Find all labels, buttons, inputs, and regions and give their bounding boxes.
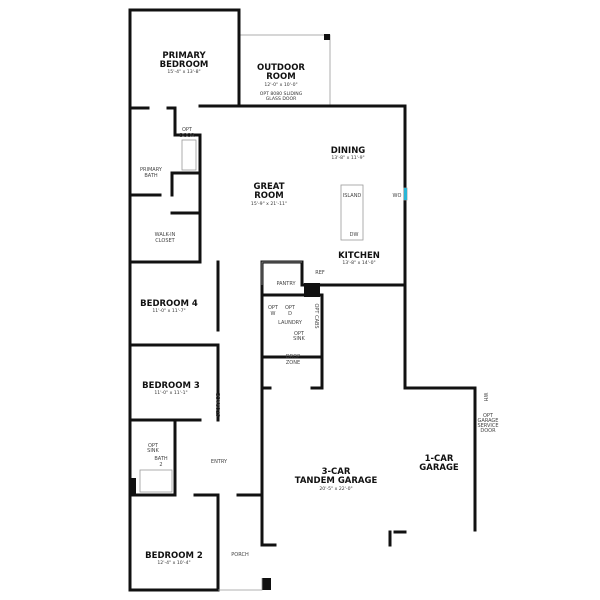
fixture-labels: OPT DOOR PRIMARY BATH WALK-IN CLOSET ISL… (140, 127, 499, 558)
opt-d-label: OPT (285, 305, 296, 311)
primary-bedroom-label: PRIMARY (162, 51, 206, 61)
walls (128, 8, 477, 592)
pantry-label: PANTRY (276, 281, 296, 287)
service-door-label-3: SERVICE (477, 423, 498, 429)
opt-sink-bath2-label-2: SINK (147, 448, 159, 454)
dining-label: DINING (331, 146, 366, 156)
great-room-dim: 15'-9" x 21'-11" (251, 201, 287, 207)
sliding-door-note-2: GLASS DOOR (266, 96, 297, 102)
opt-sink-label-2: SINK (293, 336, 305, 342)
svg-text:PRIMARY: PRIMARY (162, 51, 206, 61)
dw-label: DW (350, 232, 359, 238)
bedroom2-dim: 12'-4" x 10'-4" (157, 560, 190, 566)
garage1-label-2: GARAGE (419, 463, 459, 473)
sliding-door-note: OPT 8080 SLIDING (260, 91, 303, 97)
wh-label: WH (482, 393, 488, 402)
great-room-label: GREAT (253, 182, 284, 192)
bedroom2-label: BEDROOM 2 (145, 551, 203, 561)
opt-door-label-2: DOOR (179, 133, 195, 139)
bath2-label: BATH (154, 456, 168, 462)
entry-label: ENTRY (211, 459, 228, 465)
walkin-closet-label-2: CLOSET (155, 238, 175, 244)
dining-dim: 13'-8" x 11'-9" (331, 155, 364, 161)
garage3-label: 3-CAR (322, 467, 351, 477)
primary-bedroom-label-2: BEDROOM (160, 60, 209, 70)
wo-label: WO (393, 193, 402, 199)
bedroom3-dim: 11'-0" x 11'-1" (154, 390, 187, 396)
service-door-label-2: GARAGE (478, 418, 499, 424)
porch-label: PORCH (231, 552, 249, 558)
outdoor-room-label-2: ROOM (266, 72, 295, 82)
service-door-label: OPT (483, 413, 494, 419)
garage3-label-2: TANDEM GARAGE (295, 476, 378, 486)
service-door-label-4: DOOR (480, 428, 496, 434)
garage3-dim: 20'-5" x 22'-0" (319, 486, 352, 492)
bath2-label-2: 2 (159, 462, 162, 468)
opt-w-label-2: W (271, 311, 276, 317)
ref-label: REF (315, 270, 325, 276)
primary-bath-label: PRIMARY (140, 167, 163, 173)
bedroom4-label: BEDROOM 4 (140, 299, 198, 309)
bedroom3-label: BEDROOM 3 (142, 381, 200, 391)
island-label: ISLAND (343, 193, 362, 199)
drop-zone-label: DROP (286, 354, 300, 360)
room-labels: PRIMARY BEDROOM 15'-4" x 13'-8" OUTDOOR … (140, 51, 459, 566)
opt-sink-label: OPT (294, 331, 305, 337)
bedroom4-dim: 11'-0" x 11'-7" (152, 308, 185, 314)
outdoor-room-dim: 12'-0" x 10'-0" (264, 82, 297, 88)
laundry-label: LAUNDRY (278, 320, 303, 326)
walkin-closet-label: WALK-IN (155, 232, 176, 238)
storage-label: STORAGE (216, 393, 222, 417)
drop-zone-label-2: ZONE (286, 360, 300, 366)
great-room-label-2: ROOM (254, 191, 283, 201)
opt-cabs-label: OPT CABS (313, 303, 319, 328)
outdoor-room-label: OUTDOOR (257, 63, 305, 73)
kitchen-dim: 13'-8" x 14'-0" (342, 260, 375, 266)
kitchen-label: KITCHEN (338, 251, 380, 261)
opt-door-label: OPT (182, 127, 193, 133)
primary-bath-label-2: BATH (144, 173, 158, 179)
primary-bedroom-dim: 15'-4" x 13'-8" (167, 69, 200, 75)
garage1-label: 1-CAR (425, 454, 454, 464)
opt-sink-bath2-label: OPT (148, 443, 159, 449)
opt-w-label: OPT (268, 305, 279, 311)
opt-d-label-2: D (288, 311, 292, 317)
